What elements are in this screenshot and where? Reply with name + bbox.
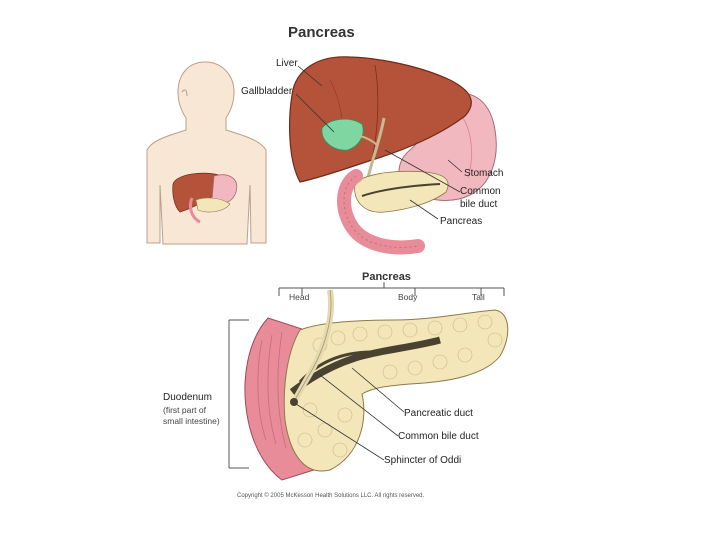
label-pancreas-top: Pancreas	[440, 216, 482, 227]
label-pancreatic-duct: Pancreatic duct	[404, 408, 473, 419]
label-tail: Tail	[472, 292, 485, 302]
label-stomach: Stomach	[464, 168, 503, 179]
label-body: Body	[398, 292, 417, 302]
label-gallbladder: Gallbladder	[241, 86, 292, 97]
label-duodenum: Duodenum	[163, 392, 212, 403]
label-common-bile-duct-1: Common	[460, 186, 501, 197]
label-liver: Liver	[276, 58, 298, 69]
label-common-bile-duct-2: bile duct	[460, 199, 497, 210]
label-duodenum-sub2: small intestine)	[163, 416, 220, 426]
copyright-notice: Copyright © 2005 McKesson Health Solutio…	[237, 493, 424, 499]
label-head: Head	[289, 292, 309, 302]
region-bracket	[279, 282, 504, 296]
bottom-title: Pancreas	[362, 271, 411, 283]
pancreas-bottom	[284, 310, 508, 471]
label-sphincter-of-oddi: Sphincter of Oddi	[384, 455, 461, 466]
top-title: Pancreas	[288, 24, 355, 41]
label-duodenum-sub1: (first part of	[163, 405, 206, 415]
label-common-bile-duct-bottom: Common bile duct	[398, 431, 479, 442]
